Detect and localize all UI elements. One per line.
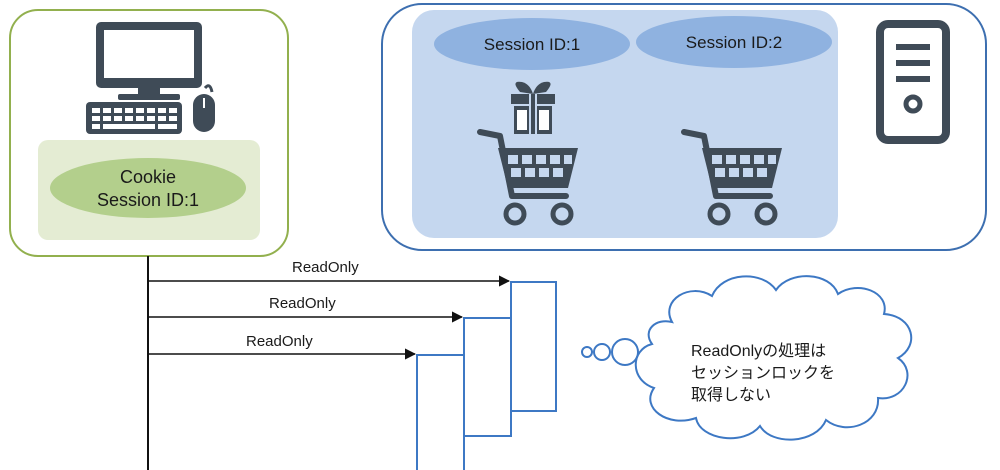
activation-bars <box>416 281 557 470</box>
shopping-cart-icon-2 <box>681 129 782 226</box>
session-2-label: Session ID:2 <box>686 33 782 52</box>
thought-line-2: セッションロックを <box>691 364 835 382</box>
thought-line-3: 取得しない <box>691 386 771 404</box>
request-label-2: ReadOnly <box>269 295 336 312</box>
server-panel: Session ID:1 Session ID:2 <box>381 3 987 251</box>
request-arrows <box>148 275 511 360</box>
client-panel: Cookie Session ID:1 <box>9 9 289 257</box>
shopping-cart-icon <box>477 129 578 226</box>
request-label-1: ReadOnly <box>292 259 359 276</box>
server-tower-icon <box>876 20 950 144</box>
cookie-session-label: Session ID:1 <box>97 190 199 210</box>
cookie-ellipse <box>50 158 246 218</box>
thought-bubble-medium <box>593 343 611 361</box>
thought-bubble-large <box>611 338 639 366</box>
thought-cloud <box>581 275 913 441</box>
activation-bar-1 <box>510 281 557 412</box>
activation-bar-2 <box>463 317 512 437</box>
session-1-ellipse <box>434 18 630 70</box>
thought-line-1: ReadOnlyの処理は <box>691 342 826 360</box>
gift-icon <box>511 81 555 134</box>
desktop-computer-icon <box>86 22 215 134</box>
cookie-label: Cookie <box>120 167 176 187</box>
session-1-label: Session ID:1 <box>484 35 580 54</box>
request-label-3: ReadOnly <box>246 333 313 350</box>
session-2-ellipse <box>636 16 832 68</box>
thought-bubble-small <box>581 346 593 358</box>
activation-bar-3 <box>416 354 465 470</box>
